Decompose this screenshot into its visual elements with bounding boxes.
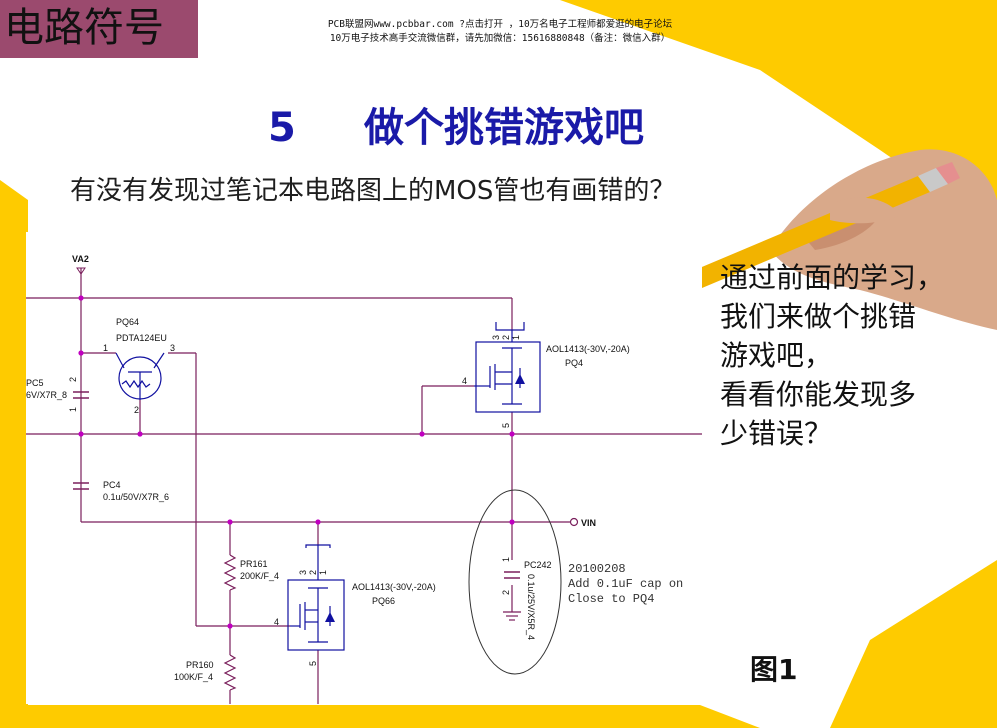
banner-line-2: 10万电子技术高手交流微信群，请先加微信：15616880848（备注：微信入群… <box>329 33 671 44</box>
junction <box>509 519 515 525</box>
pc242-value: 0.1u/25V/X5R_4 <box>526 574 536 640</box>
title-number: 5 <box>268 105 296 151</box>
pr161-ref: PR161 <box>240 559 268 569</box>
callout-line: 通过前面的学习， <box>720 261 945 294</box>
pq4-part: AOL1413(-30V,-20A) <box>546 344 630 354</box>
figure-label: 图1 <box>750 653 798 686</box>
junction <box>78 350 84 356</box>
pq66-pin-d1: 1 <box>318 570 328 575</box>
junction <box>419 431 425 437</box>
callout-line: 我们来做个挑错 <box>720 300 917 333</box>
pq4-mosfet: AOL1413(-30V,-20A) PQ4 4 5 3 2 1 <box>462 322 630 428</box>
pq64-transistor: PQ64 PDTA124EU 1 3 2 <box>103 317 175 415</box>
yellow-band-left <box>0 180 28 728</box>
pc242-ref: PC242 <box>524 560 552 570</box>
pq66-pin-d3: 3 <box>298 570 308 575</box>
pq64-pin1: 1 <box>103 343 108 353</box>
hand-with-pencil-icon <box>668 149 997 330</box>
callout-line: 游戏吧， <box>720 339 833 372</box>
pq64-part: PDTA124EU <box>116 333 167 343</box>
pr161-value: 200K/F_4 <box>240 571 279 581</box>
pc242-capacitor: PC242 0.1u/25V/X5R_4 1 2 <box>468 489 562 675</box>
banner-line-1: PCB联盟网www.pcbbar.com ?点击打开 ，10万名电子工程师都爱逛… <box>327 19 673 30</box>
va2-label: VA2 <box>72 254 89 264</box>
pq66-ref: PQ66 <box>372 596 395 606</box>
pc4-capacitor: PC4 0.1u/50V/X7R_6 <box>73 480 169 502</box>
callout-line: 少错误？ <box>720 417 833 450</box>
pr160-value: 100K/F_4 <box>174 672 213 682</box>
note-line-2: Add 0.1uF cap on <box>568 577 683 591</box>
pq4-pin-d1: 1 <box>511 335 521 340</box>
callout-text: 通过前面的学习， 我们来做个挑错 游戏吧， 看看你能发现多 少错误？ <box>720 258 990 453</box>
question-text: 有没有发现过笔记本电路图上的MOS管也有画错的？ <box>70 176 676 206</box>
pq4-pin-d3: 3 <box>491 335 501 340</box>
junction <box>509 431 515 437</box>
vin-port: VIN <box>569 517 596 528</box>
pq66-pin-s: 5 <box>308 661 318 666</box>
site-banner: PCB联盟网www.pcbbar.com ?点击打开 ，10万名电子工程师都爱逛… <box>290 18 710 46</box>
callout-line: 看看你能发现多 <box>720 378 917 411</box>
pq4-pin-g: 4 <box>462 376 467 386</box>
note-line-3: Close to PQ4 <box>568 592 654 606</box>
yellow-swoosh-bottom-right <box>830 560 997 728</box>
pq64-ref: PQ64 <box>116 317 139 327</box>
junction <box>78 431 84 437</box>
pc5-value: 6V/X7R_8 <box>26 390 67 400</box>
pq66-mosfet: AOL1413(-30V,-20A) PQ66 4 5 3 2 1 <box>274 544 436 666</box>
junction <box>78 295 84 301</box>
pq66-part: AOL1413(-30V,-20A) <box>352 582 436 592</box>
pc242-pin1: 1 <box>501 557 511 562</box>
pc5-pin2: 2 <box>68 377 78 382</box>
note-line-1: 20100208 <box>568 562 626 576</box>
junction-dots <box>78 295 515 629</box>
junction <box>227 623 233 629</box>
pc5-capacitor: PC5 6V/X7R_8 2 1 <box>26 377 89 412</box>
pq66-pin-d2: 2 <box>308 570 318 575</box>
title-text: 做个挑错游戏吧 <box>364 105 644 151</box>
pc4-ref: PC4 <box>103 480 121 490</box>
pq4-pin-s: 5 <box>501 423 511 428</box>
error-highlight-ellipse <box>468 489 562 675</box>
pc5-pin1: 1 <box>68 407 78 412</box>
va2-port: VA2 <box>72 254 89 275</box>
pq4-pin-d2: 2 <box>501 335 511 340</box>
pr161-resistor: PR161 200K/F_4 <box>223 554 279 591</box>
pr160-ref: PR160 <box>186 660 214 670</box>
pc5-ref: PC5 <box>26 378 44 388</box>
schematic-note: 20100208 Add 0.1uF cap on Close to PQ4 <box>568 562 683 606</box>
pr160-resistor: PR160 100K/F_4 <box>174 654 237 691</box>
vin-label: VIN <box>581 518 596 528</box>
pq64-pin2: 2 <box>134 405 139 415</box>
schematic-diagram: VA2 VIN PQ64 PDTA124EU 1 3 2 <box>26 254 702 704</box>
yellow-swoosh-top-right <box>560 0 997 230</box>
section-tag: 电路符号 <box>0 0 198 58</box>
pq66-pin-g: 4 <box>274 617 279 627</box>
ground-symbol <box>503 611 521 621</box>
schematic-panel: VA2 VIN PQ64 PDTA124EU 1 3 2 <box>26 232 702 704</box>
pq64-pin3: 3 <box>170 343 175 353</box>
pc242-pin2: 2 <box>501 590 511 595</box>
junction <box>137 431 143 437</box>
yellow-band-bottom <box>0 705 760 728</box>
slide-title: 5 做个挑错游戏吧 <box>268 95 644 153</box>
junction <box>227 519 233 525</box>
pc4-value: 0.1u/50V/X7R_6 <box>103 492 169 502</box>
junction <box>315 519 321 525</box>
pq4-ref: PQ4 <box>565 358 583 368</box>
